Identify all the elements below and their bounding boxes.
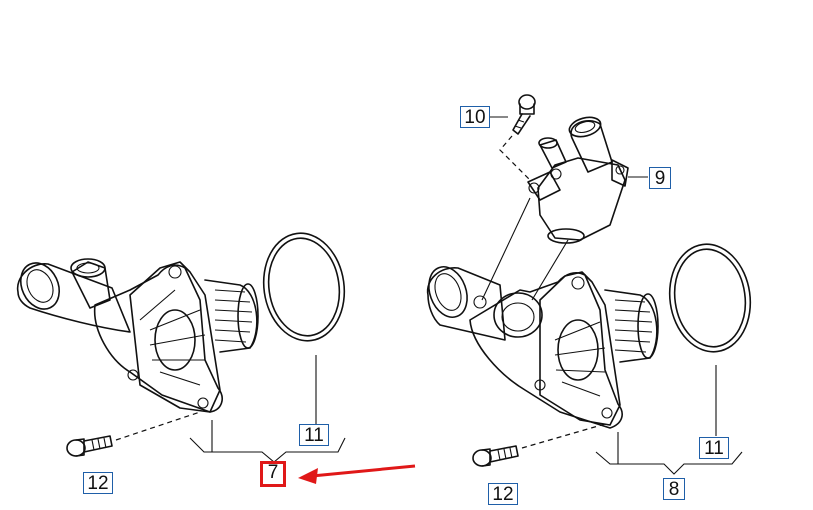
arrow-pointer-icon (298, 464, 416, 484)
callout-9: 9 (649, 167, 671, 189)
leader-lines-right (490, 116, 743, 475)
bolt-left-icon (66, 411, 201, 457)
thermostat-housing-right-icon (426, 266, 659, 429)
assembly-guide-lines (481, 197, 569, 301)
coolant-flange-icon (527, 116, 629, 244)
callout-10: 10 (460, 106, 490, 128)
thermostat-housing-left-icon (16, 258, 259, 413)
bolt-top-icon (499, 94, 536, 181)
callout-11-right: 11 (699, 437, 729, 459)
callout-7-highlighted: 7 (260, 461, 286, 487)
callout-12-right: 12 (488, 483, 518, 505)
o-ring-right-icon (668, 243, 752, 353)
callout-11-left: 11 (299, 424, 329, 446)
callout-12-left: 12 (83, 472, 113, 494)
bolt-right-icon (472, 423, 606, 467)
o-ring-left-icon (262, 232, 346, 342)
callout-8: 8 (663, 478, 685, 500)
